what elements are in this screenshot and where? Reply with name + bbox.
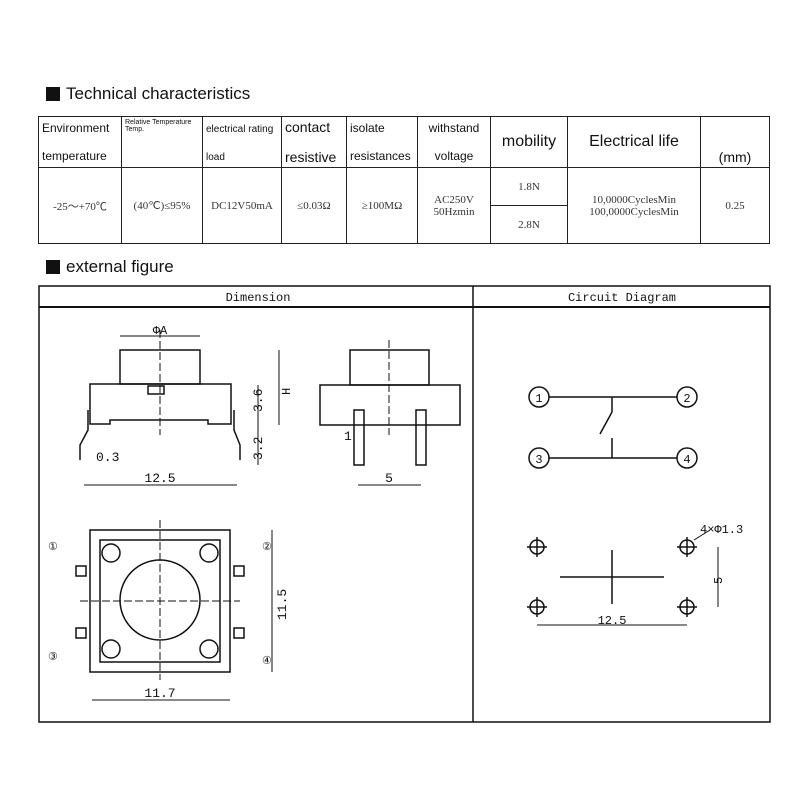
label-5: 5 (385, 471, 393, 486)
td-mm: 0.25 (700, 167, 770, 244)
section-title: external figure (66, 257, 174, 276)
td-contact: ≤0.03Ω (281, 167, 347, 244)
terminal-1: 1 (535, 392, 542, 406)
terminal-4: 4 (683, 453, 690, 467)
label-11-5: 11.5 (275, 589, 290, 620)
label-0-3: 0.3 (96, 450, 119, 465)
th-mm: (mm) (700, 116, 770, 168)
figure-frame (38, 285, 771, 723)
td-env: -25～+70℃ (38, 167, 122, 244)
front-view (319, 340, 461, 486)
circuit-title: Circuit Diagram (568, 291, 676, 305)
label-12-5: 12.5 (144, 471, 175, 486)
label-1: 1 (344, 429, 352, 444)
terminal-3: 3 (535, 453, 542, 467)
section-title: Technical characteristics (66, 84, 251, 103)
td-iso: ≥100MΩ (346, 167, 418, 244)
label-11-7: 11.7 (144, 686, 175, 701)
pin-4-label: ④ (262, 655, 272, 668)
square-bullet-icon (46, 260, 60, 274)
label-3-2: 3.2 (251, 437, 266, 460)
td-rel: (40℃)≤95% (121, 167, 203, 244)
circuit-diagram (528, 386, 698, 469)
pin-3-label: ③ (48, 651, 58, 664)
terminal-2: 2 (683, 392, 690, 406)
section-figure: external figure (46, 257, 174, 277)
top-view (75, 520, 273, 701)
label-H: H (280, 388, 294, 395)
label-phiA: ΦA (153, 324, 168, 338)
td-mob2: 2.8N (490, 205, 568, 244)
pcb-layout (527, 529, 719, 626)
label-pcb-12-5: 12.5 (598, 614, 627, 628)
section-technical: Technical characteristics (46, 84, 250, 104)
pin-2-label: ② (262, 541, 272, 554)
label-holes: 4×Φ1.3 (700, 523, 743, 537)
pin-1-label: ① (48, 541, 58, 554)
square-bullet-icon (46, 87, 60, 101)
side-view (79, 330, 280, 486)
label-3-6: 3.6 (251, 389, 266, 412)
dimension-title: Dimension (226, 291, 291, 305)
label-pcb-5: 5 (712, 577, 726, 584)
